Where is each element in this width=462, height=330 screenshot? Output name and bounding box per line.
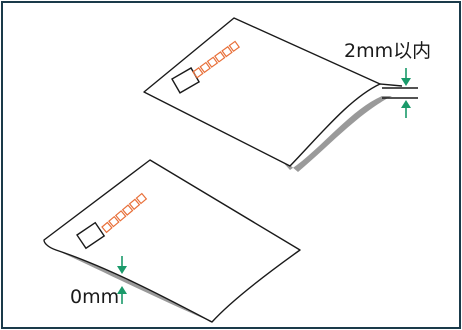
- postal-box: [108, 215, 120, 228]
- bottom-envelope: [43, 159, 301, 323]
- bottom-gap-arrow-down: [117, 256, 127, 274]
- postal-box: [206, 56, 219, 68]
- postal-box: [221, 45, 233, 58]
- postal-box: [135, 192, 148, 205]
- bottom-postal-code-boxes: [101, 192, 148, 234]
- bottom-gap-label: 0mm: [70, 286, 120, 308]
- postal-box: [114, 210, 127, 222]
- postal-box: [214, 51, 226, 63]
- top-envelope-body: [143, 17, 381, 167]
- bottom-envelope-body: [43, 159, 301, 323]
- top-envelope-curl-line: [379, 83, 403, 87]
- postal-box: [228, 40, 241, 53]
- top-gap-arrow-down: [401, 68, 411, 86]
- top-envelope-shadow: [270, 96, 392, 172]
- bottom-gap-arrow-up: [117, 286, 127, 304]
- postal-box: [128, 198, 141, 211]
- postal-box: [192, 67, 204, 79]
- top-postal-code-boxes: [192, 40, 241, 79]
- top-gap-arrow-up: [401, 100, 411, 118]
- postal-box: [121, 204, 134, 216]
- top-envelope: [143, 17, 418, 172]
- postal-box: [101, 221, 113, 234]
- top-gap-label: 2mm以内: [344, 40, 432, 62]
- postal-box: [199, 61, 211, 74]
- bottom-envelope-window: [76, 221, 106, 250]
